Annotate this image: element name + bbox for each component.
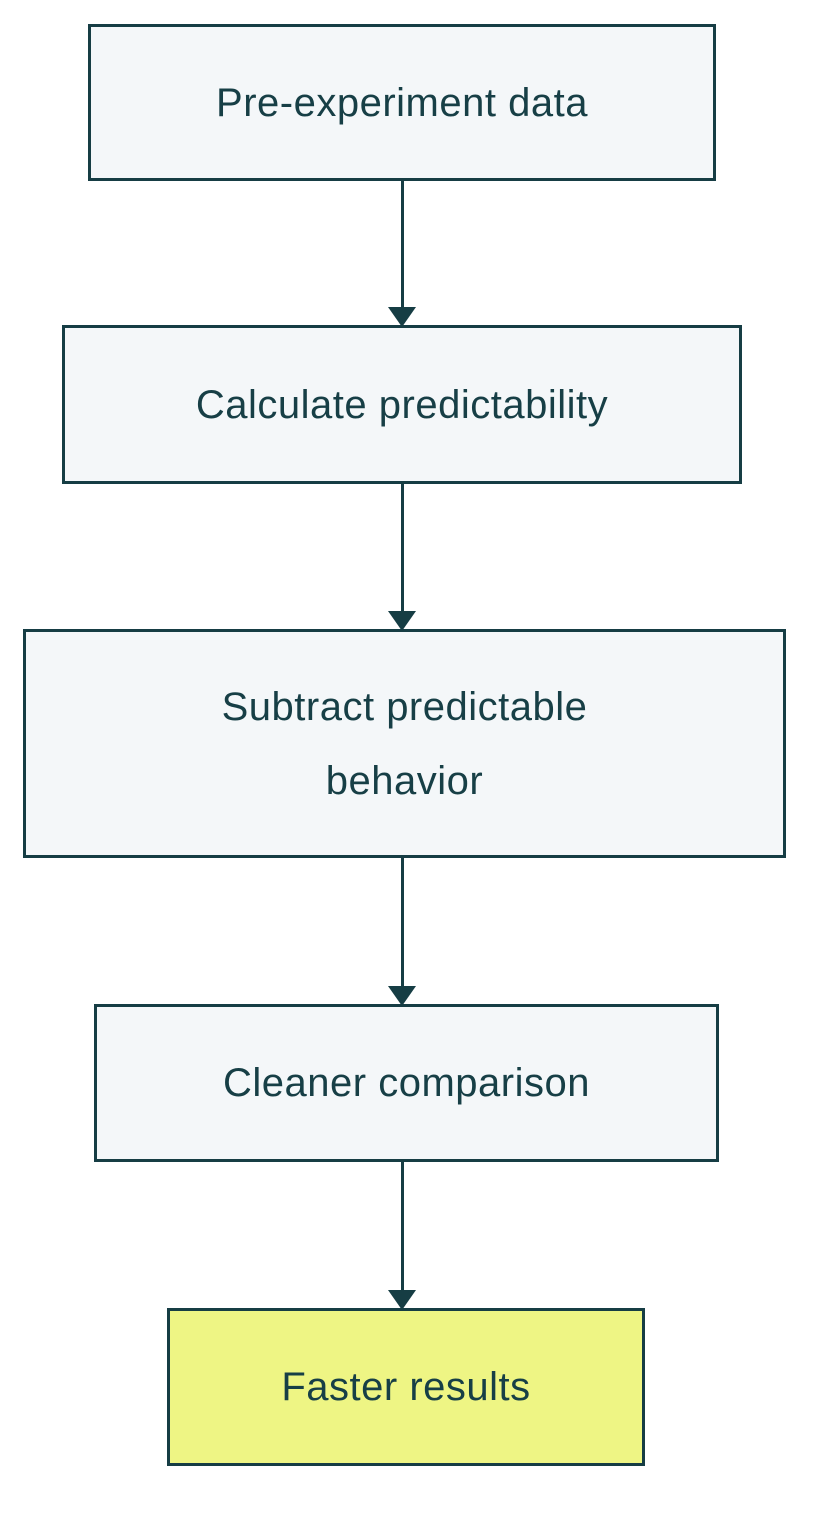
node-label: Subtract predictable behavior: [222, 670, 588, 818]
node-label: Cleaner comparison: [223, 1061, 590, 1105]
arrow-head-icon: [388, 611, 416, 631]
node-faster-results: Faster results: [167, 1308, 645, 1466]
node-calculate-predictability: Calculate predictability: [62, 325, 742, 484]
node-label: Pre-experiment data: [216, 80, 588, 125]
edge-n1-n2: [388, 181, 416, 327]
arrow-line: [400, 484, 404, 611]
arrow-head-icon: [388, 307, 416, 327]
node-label: Faster results: [281, 1365, 531, 1409]
node-cleaner-comparison: Cleaner comparison: [94, 1004, 719, 1162]
edge-n3-n4: [388, 858, 416, 1006]
node-pre-experiment-data: Pre-experiment data: [88, 24, 716, 181]
arrow-line: [400, 1162, 404, 1290]
arrow-line: [400, 858, 404, 986]
arrow-line: [400, 181, 404, 307]
edge-n4-n5: [388, 1162, 416, 1310]
node-label-line-1: Subtract predictable: [221, 684, 588, 729]
edge-n2-n3: [388, 484, 416, 631]
node-subtract-predictable-behavior: Subtract predictable behavior: [23, 629, 786, 858]
arrow-head-icon: [388, 986, 416, 1006]
arrow-head-icon: [388, 1290, 416, 1310]
node-label: Calculate predictability: [195, 382, 609, 427]
node-label-line-2: behavior: [325, 758, 484, 803]
